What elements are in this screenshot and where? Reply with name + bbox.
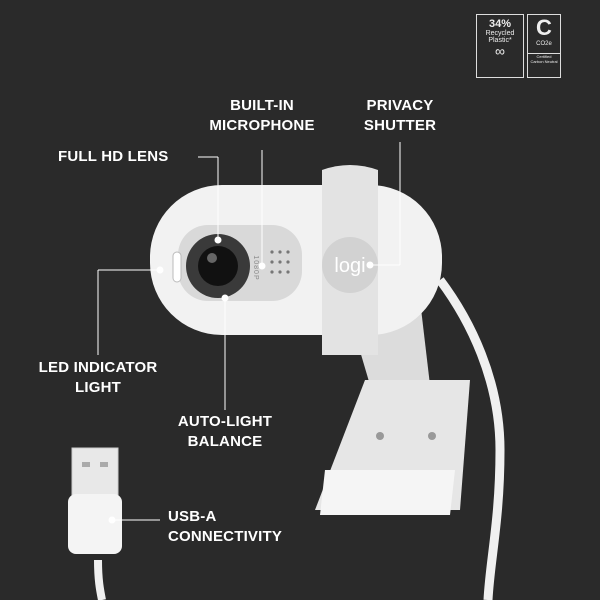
usb-connector	[71, 447, 119, 497]
lens-inner	[198, 246, 238, 286]
usb-hole	[100, 462, 108, 467]
usb-hole	[82, 462, 90, 467]
callout-line: CONNECTIVITY	[168, 528, 283, 545]
carbon-sub: CO2e	[536, 41, 552, 47]
callout-microphone: BUILT-IN MICROPHONE	[192, 96, 332, 136]
cable	[436, 277, 505, 600]
stand-screw	[376, 432, 384, 440]
resolution-marking: 1080P	[252, 255, 259, 280]
carbon-symbol: C	[536, 15, 552, 40]
callout-privacy-shutter: PRIVACY SHUTTER	[340, 96, 460, 136]
recycled-plastic-badge: 34% Recycled Plastic* ∞	[476, 14, 524, 78]
logo-text: logi	[334, 255, 365, 277]
callout-line: AUTO-LIGHT	[177, 413, 273, 430]
microphone-grille	[270, 250, 290, 274]
callout-line: PRIVACY	[366, 97, 434, 114]
lens-reflection	[207, 253, 217, 263]
callout-line: USB-A	[168, 508, 217, 525]
callout-line: SHUTTER	[363, 117, 437, 134]
leader-lines	[97, 142, 401, 524]
logo-badge	[322, 237, 378, 293]
usb-housing	[68, 494, 122, 554]
carbon-caption: Certified Carbon Neutral	[528, 53, 560, 64]
callout-line: BALANCE	[187, 433, 263, 450]
callout-line: MICROPHONE	[209, 117, 315, 134]
callout-line: LED INDICATOR	[38, 359, 158, 376]
carbon-neutral-badge: C CO2e Certified Carbon Neutral	[527, 14, 561, 78]
carbon-line1: Certified	[536, 54, 552, 59]
recycle-loop-icon: ∞	[495, 43, 505, 59]
callout-line: LIGHT	[75, 379, 121, 396]
callout-auto-light: AUTO-LIGHT BALANCE	[165, 412, 285, 452]
carbon-line2: Carbon Neutral	[530, 59, 558, 64]
recycled-percent: 34%	[488, 18, 512, 30]
recycled-line2: Plastic*	[488, 37, 512, 44]
recycled-line1: Recycled	[485, 30, 515, 37]
usb-cable	[94, 559, 106, 600]
led-indicator	[172, 251, 182, 283]
stand-foot	[320, 470, 455, 515]
callout-led: LED INDICATOR LIGHT	[28, 358, 168, 398]
callout-usb: USB-A CONNECTIVITY	[168, 507, 282, 547]
callout-line: BUILT-IN	[230, 97, 294, 114]
stand-screw	[428, 432, 436, 440]
callout-lens: FULL HD LENS	[58, 147, 168, 167]
callout-line: FULL HD LENS	[58, 148, 169, 165]
